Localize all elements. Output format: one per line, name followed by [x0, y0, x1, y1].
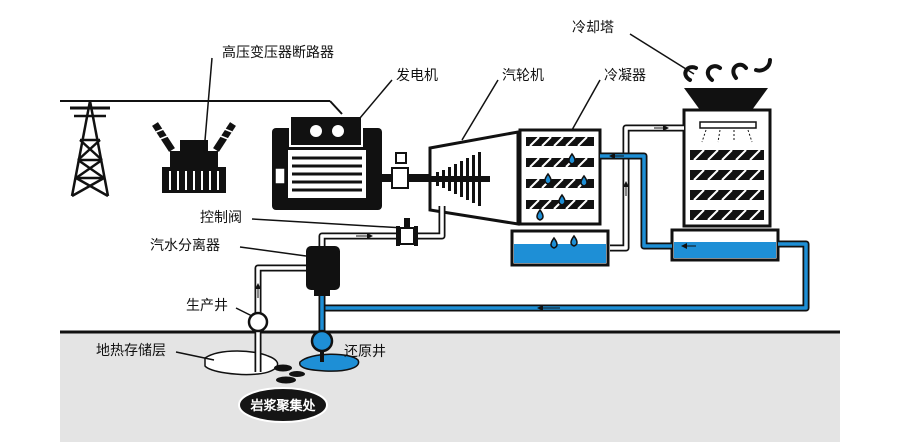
separator-label: 汽水分离器 [150, 237, 220, 254]
magma-chamber [238, 387, 328, 423]
magma-label: 岩浆聚集处 [249, 398, 316, 414]
condenser-leader [571, 79, 601, 131]
control-valve-leader [251, 218, 405, 229]
reservoir-rock-2 [289, 371, 305, 377]
shaft-coupling [391, 167, 409, 189]
separator [306, 246, 340, 296]
injection-wellhead [310, 329, 334, 353]
cooling-tower-label: 冷却塔 [572, 20, 614, 36]
transmission-tower [70, 100, 110, 198]
cooling-tower [670, 88, 780, 262]
production-well-label: 生产井 [186, 298, 228, 314]
condenser-label: 冷凝器 [604, 68, 646, 84]
turbine [428, 130, 520, 226]
generator-label: 发电机 [396, 68, 438, 84]
power-line-drop [329, 100, 343, 115]
cooling-water-pipe [600, 152, 672, 250]
turbine-label: 汽轮机 [502, 68, 544, 84]
steam-plume [683, 58, 772, 82]
turbine-valve [395, 152, 407, 164]
hotwell-tank [510, 229, 610, 267]
production-well-leader [235, 307, 253, 317]
control-valve-label: 控制阀 [200, 210, 242, 226]
injection-pool [299, 353, 360, 372]
separator-leader [239, 246, 307, 257]
reservoir-rock-3 [276, 376, 296, 384]
transformer-label: 高压变压器断路器 [222, 44, 334, 61]
production-pipe [254, 264, 308, 372]
reservoir-rock-1 [274, 364, 292, 372]
control-valve [396, 218, 418, 246]
condenser [518, 128, 602, 226]
transformer-leader [203, 57, 213, 153]
transformer-breaker [152, 122, 236, 193]
generator [272, 115, 382, 210]
reservoir-label: 地热存储层 [96, 343, 166, 359]
generator-leader [359, 79, 393, 119]
turbine-leader [461, 79, 499, 141]
cooling-tower-leader [629, 33, 695, 75]
steam-pipe [318, 206, 446, 250]
ground [60, 332, 840, 442]
reservoir-leader [175, 351, 215, 361]
injection-well-label: 还原井 [344, 344, 386, 360]
production-wellhead [247, 311, 269, 333]
